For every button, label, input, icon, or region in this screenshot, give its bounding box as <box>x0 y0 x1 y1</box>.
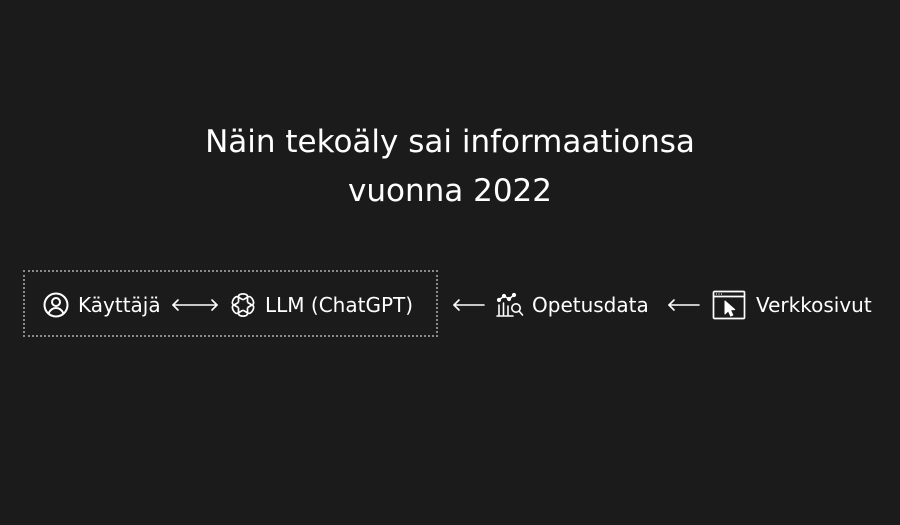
diagram-title-line-2: vuonna 2022 <box>348 173 552 209</box>
user-circle-icon <box>42 291 70 319</box>
user-llm-group-box <box>23 270 438 337</box>
node-websites-label: Verkkosivut <box>756 293 872 317</box>
node-user-label: Käyttäjä <box>78 293 161 317</box>
node-websites: Verkkosivut <box>712 290 872 320</box>
node-training-data-label: Opetusdata <box>532 293 649 317</box>
node-llm: LLM (ChatGPT) <box>229 290 413 320</box>
arrow-user-llm <box>171 296 219 314</box>
node-user: Käyttäjä <box>42 290 161 320</box>
arrow-websites-to-training-data <box>667 296 701 314</box>
arrow-training-data-to-llm <box>452 296 486 314</box>
node-training-data: Opetusdata <box>496 290 649 320</box>
browser-cursor-icon <box>712 290 746 320</box>
node-llm-label: LLM (ChatGPT) <box>265 293 414 317</box>
openai-logo-icon <box>229 291 257 319</box>
diagram-title-line-1: Näin tekoäly sai informaationsa <box>205 124 695 160</box>
data-analysis-icon <box>496 291 524 319</box>
